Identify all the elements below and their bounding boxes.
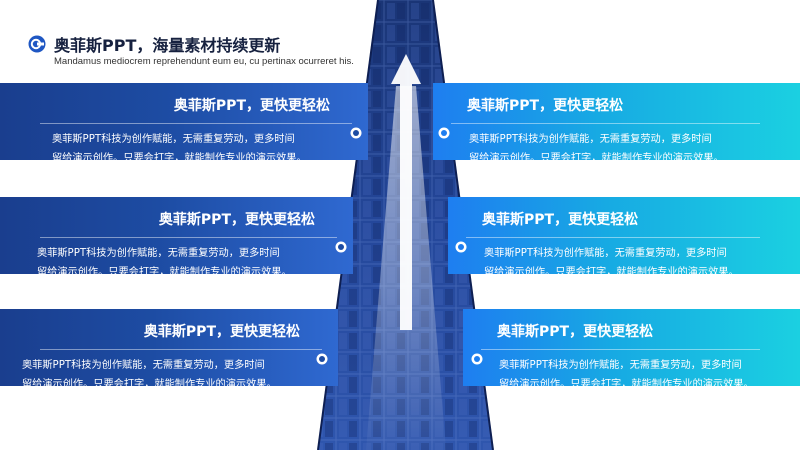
header: 奥菲斯PPT，海量素材持续更新 Mandamus mediocrem repre…: [28, 30, 388, 72]
card-body: 奥菲斯PPT科技为创作赋能，无需重复劳动，更多时间 留给演示创作。只要会打字，就…: [52, 130, 352, 168]
card-body-line: 奥菲斯PPT科技为创作赋能，无需重复劳动，更多时间: [22, 360, 265, 371]
card-title: 奥菲斯PPT，更快更轻松: [497, 324, 654, 340]
logo-icon: [28, 35, 46, 53]
card-divider: [481, 349, 760, 350]
card-divider: [40, 237, 337, 238]
card-title: 奥菲斯PPT，更快更轻松: [482, 212, 639, 228]
card-body-line: 奥菲斯PPT科技为创作赋能，无需重复劳动，更多时间: [499, 360, 742, 371]
card-title: 奥菲斯PPT，更快更轻松: [467, 98, 624, 114]
card-body: 奥菲斯PPT科技为创作赋能，无需重复劳动，更多时间 留给演示创作。只要会打字，就…: [37, 244, 337, 282]
card-body: 奥菲斯PPT科技为创作赋能，无需重复劳动，更多时间 留给演示创作。只要会打字，就…: [22, 356, 322, 394]
connector-dot-icon: [471, 353, 483, 365]
card-body-line: 留给演示创作。只要会打字，就能制作专业的演示效果。: [499, 379, 754, 390]
connector-dot-icon: [350, 127, 362, 139]
card-body-line: 奥菲斯PPT科技为创作赋能，无需重复劳动，更多时间: [469, 134, 712, 145]
card-body-line: 留给演示创作。只要会打字，就能制作专业的演示效果。: [22, 379, 277, 390]
card-body: 奥菲斯PPT科技为创作赋能，无需重复劳动，更多时间 留给演示创作。只要会打字，就…: [484, 244, 784, 282]
card-body-line: 留给演示创作。只要会打字，就能制作专业的演示效果。: [469, 153, 724, 164]
card-divider: [466, 237, 760, 238]
card-title: 奥菲斯PPT，更快更轻松: [158, 212, 315, 228]
right-card-2: 奥菲斯PPT，更快更轻松 奥菲斯PPT科技为创作赋能，无需重复劳动，更多时间 留…: [448, 197, 800, 278]
page-subtitle: Mandamus mediocrem reprehendunt eum eu, …: [54, 56, 354, 67]
card-body-line: 奥菲斯PPT科技为创作赋能，无需重复劳动，更多时间: [37, 248, 280, 259]
card-body-line: 留给演示创作。只要会打字，就能制作专业的演示效果。: [37, 267, 292, 278]
card-body-line: 奥菲斯PPT科技为创作赋能，无需重复劳动，更多时间: [484, 248, 727, 259]
card-body-line: 奥菲斯PPT科技为创作赋能，无需重复劳动，更多时间: [52, 134, 295, 145]
right-card-1: 奥菲斯PPT，更快更轻松 奥菲斯PPT科技为创作赋能，无需重复劳动，更多时间 留…: [433, 83, 800, 164]
card-title: 奥菲斯PPT，更快更轻松: [173, 98, 330, 114]
card-title: 奥菲斯PPT，更快更轻松: [143, 324, 300, 340]
card-body-line: 留给演示创作。只要会打字，就能制作专业的演示效果。: [484, 267, 739, 278]
left-card-1: 奥菲斯PPT，更快更轻松 奥菲斯PPT科技为创作赋能，无需重复劳动，更多时间 留…: [0, 83, 368, 164]
right-card-3: 奥菲斯PPT，更快更轻松 奥菲斯PPT科技为创作赋能，无需重复劳动，更多时间 留…: [463, 309, 800, 390]
card-body: 奥菲斯PPT科技为创作赋能，无需重复劳动，更多时间 留给演示创作。只要会打字，就…: [499, 356, 799, 394]
page-title: 奥菲斯PPT，海量素材持续更新: [54, 36, 281, 55]
connector-dot-icon: [438, 127, 450, 139]
card-divider: [40, 349, 322, 350]
card-body: 奥菲斯PPT科技为创作赋能，无需重复劳动，更多时间 留给演示创作。只要会打字，就…: [469, 130, 769, 168]
connector-dot-icon: [335, 241, 347, 253]
card-divider: [40, 123, 352, 124]
left-card-2: 奥菲斯PPT，更快更轻松 奥菲斯PPT科技为创作赋能，无需重复劳动，更多时间 留…: [0, 197, 353, 278]
card-body-line: 留给演示创作。只要会打字，就能制作专业的演示效果。: [52, 153, 307, 164]
card-divider: [451, 123, 760, 124]
connector-dot-icon: [316, 353, 328, 365]
left-card-3: 奥菲斯PPT，更快更轻松 奥菲斯PPT科技为创作赋能，无需重复劳动，更多时间 留…: [0, 309, 338, 390]
connector-dot-icon: [455, 241, 467, 253]
up-arrow-icon: [391, 54, 421, 330]
